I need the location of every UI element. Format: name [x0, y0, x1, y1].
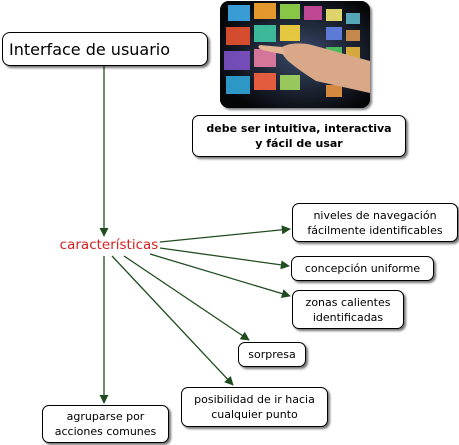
- touchscreen-photo: [220, 1, 370, 108]
- child-node-concepcion[interactable]: concepción uniforme: [291, 256, 434, 281]
- root-node[interactable]: Interface de usuario: [2, 32, 208, 66]
- child-node-line2: acciones comunes: [54, 425, 157, 438]
- child-node-line1: niveles de navegación: [313, 208, 437, 222]
- image-note-line2: y fácil de usar: [255, 137, 343, 150]
- image-note-node[interactable]: debe ser intuitiva, interactiva y fácil …: [192, 115, 406, 157]
- child-node-line2: identificadas: [312, 310, 384, 324]
- child-node-line1: zonas calientes: [305, 295, 391, 309]
- child-node-posibilidad[interactable]: posibilidad de ir hacia cualquier punto: [181, 387, 328, 427]
- child-node-sorpresa[interactable]: sorpresa: [238, 342, 306, 367]
- root-label: Interface de usuario: [9, 39, 171, 59]
- link-to-concepcion: [159, 247, 290, 270]
- image-note-line1: debe ser intuitiva, interactiva: [206, 122, 392, 135]
- child-node-niveles[interactable]: niveles de navegación fácilmente identif…: [292, 203, 458, 242]
- child-node-line1: posibilidad de ir hacia: [194, 393, 315, 406]
- child-node-line1: agruparse por: [66, 410, 145, 423]
- child-node-line1: sorpresa: [248, 348, 296, 361]
- link-to-zonas: [149, 253, 291, 299]
- link-to-niveles: [159, 225, 291, 243]
- child-node-zonas[interactable]: zonas calientes identificadas: [292, 290, 404, 329]
- child-node-line2: cualquier punto: [211, 408, 298, 421]
- child-node-agruparse[interactable]: agruparse por acciones comunes: [42, 405, 169, 443]
- child-node-line1: concepción uniforme: [304, 262, 421, 275]
- link-to-sorpresa: [123, 255, 250, 341]
- concept-label[interactable]: características: [59, 237, 159, 253]
- link-to-posibilidad: [111, 255, 234, 386]
- child-node-line2: fácilmente identificables: [307, 223, 443, 237]
